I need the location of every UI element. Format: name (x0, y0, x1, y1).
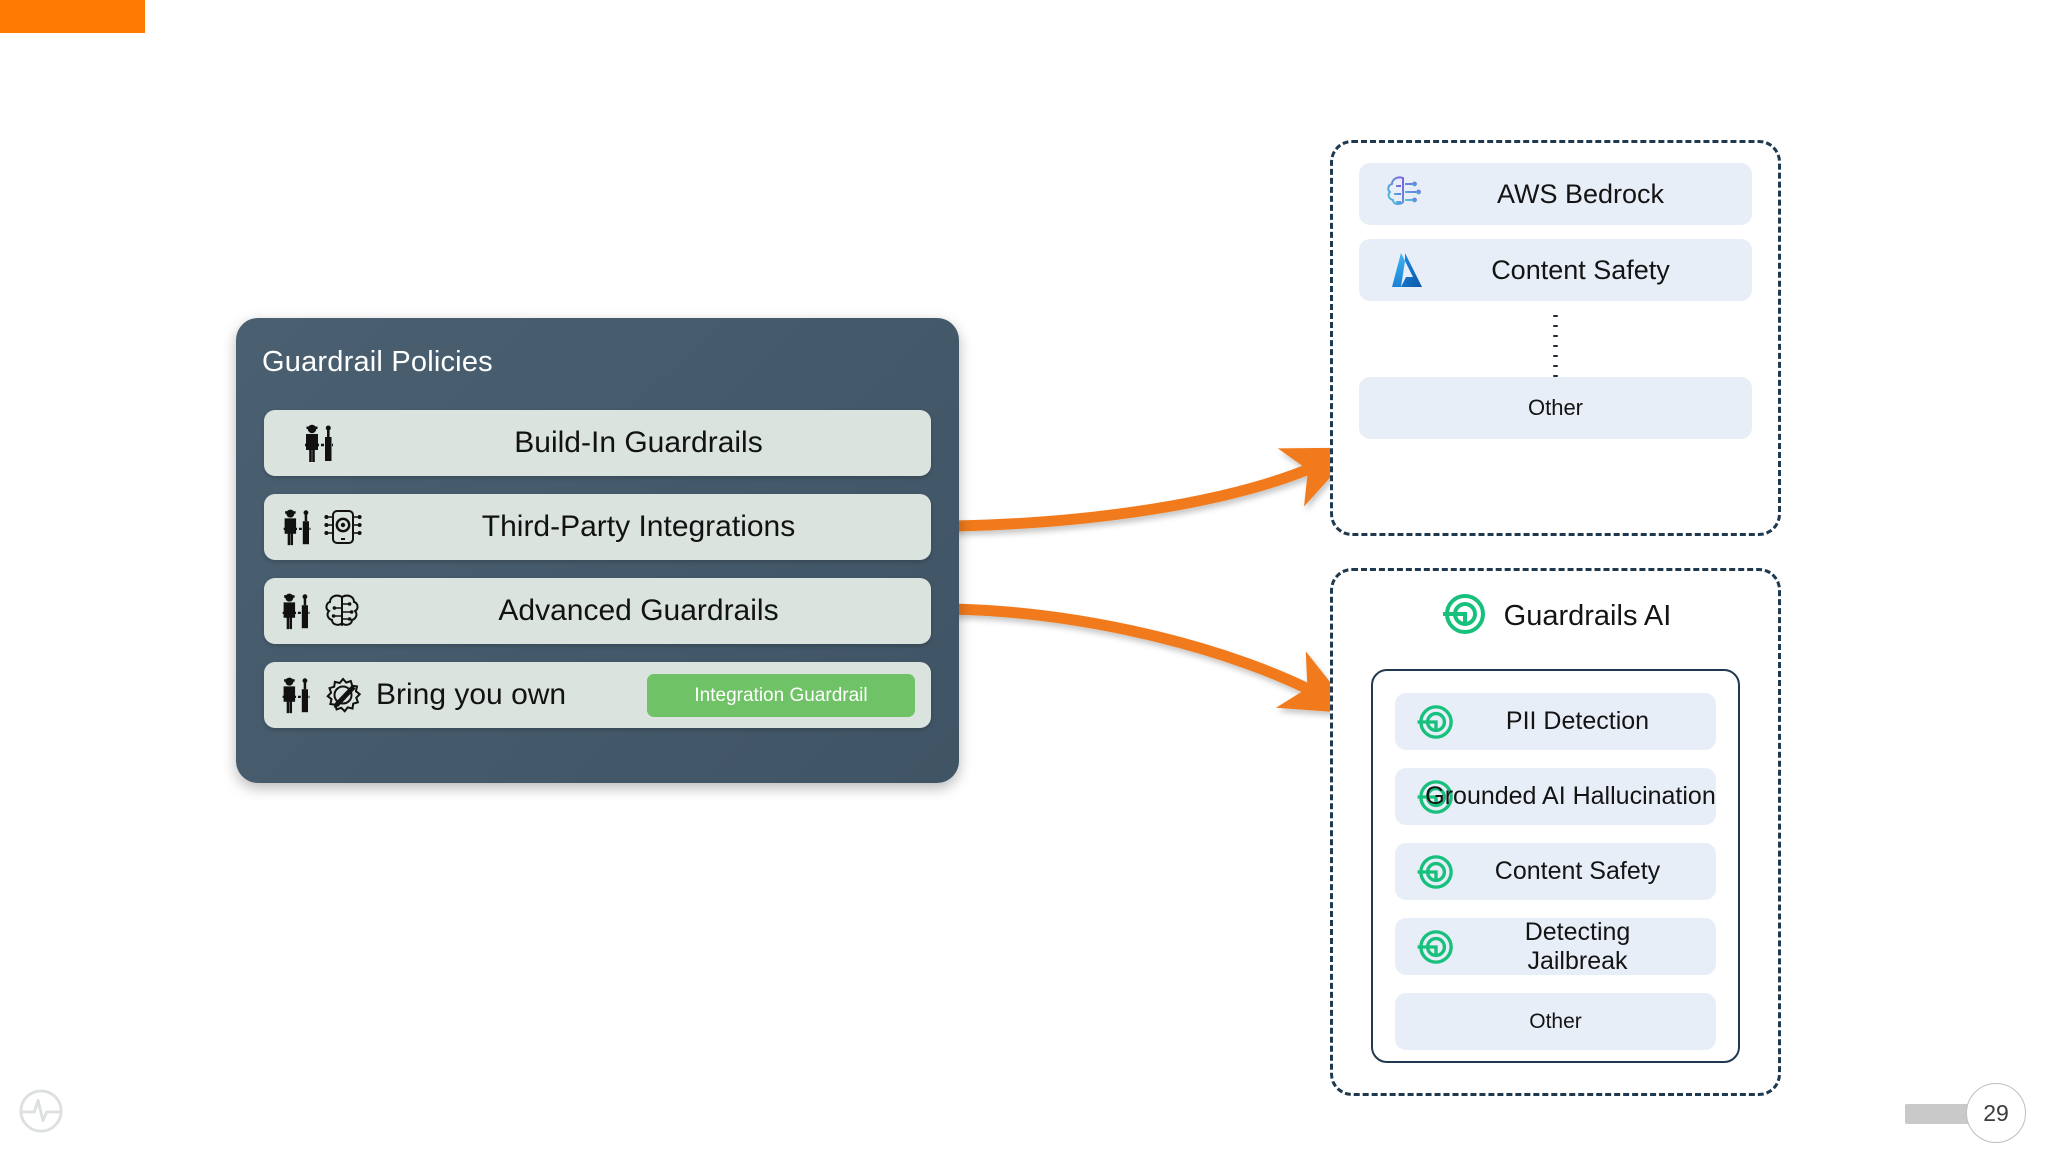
guardrails-ai-box: Guardrails AI PII Detection Ground (1330, 568, 1781, 1096)
provider-tile-content-safety[interactable]: Content Safety (1359, 239, 1752, 301)
guardrail-tile-grounded-ai-hallucination[interactable]: Grounded AI Hallucination (1395, 768, 1716, 825)
pulse-circle-logo-icon (18, 1088, 64, 1134)
arrow-advanced-to-guardrails-ai (945, 603, 1356, 714)
policy-row-label: Build-In Guardrails (514, 426, 763, 459)
person-podium-icon (305, 424, 333, 462)
guardrails-ai-logo-icon (1395, 926, 1477, 968)
guardrail-tile-label: Detecting Jailbreak (1524, 917, 1631, 975)
policy-row-label: Advanced Guardrails (498, 594, 779, 627)
aws-bedrock-brain-icon (1359, 170, 1455, 218)
policy-row-label: Bring you own (376, 678, 567, 711)
provider-tile-label: Other (1527, 395, 1584, 420)
policy-row-list: Build-In Guardrails (264, 410, 931, 746)
person-podium-icon (282, 677, 310, 714)
policy-row-advanced-guardrails[interactable]: Advanced Guardrails (264, 578, 931, 644)
integration-guardrail-badge[interactable]: Integration Guardrail (647, 674, 915, 717)
vertical-dots-separator (1333, 315, 1778, 377)
row-icon-group (264, 588, 376, 634)
guardrail-tile-label: Grounded AI Hallucination (1425, 782, 1716, 810)
guardrails-ai-logo-icon (1395, 851, 1477, 893)
person-podium-icon (282, 593, 310, 630)
arrow-third-party-to-providers (945, 447, 1358, 532)
guardrail-tile-label: Content Safety (1494, 857, 1661, 885)
guardrail-tile-label: Other (1529, 1009, 1582, 1033)
policy-row-build-in-guardrails[interactable]: Build-In Guardrails (264, 410, 931, 476)
card-title: Guardrail Policies (262, 346, 493, 378)
row-icon-group (264, 420, 376, 466)
guardrails-ai-logo-icon (1395, 701, 1477, 743)
accent-bar (0, 0, 145, 33)
guardrail-tile-label: PII Detection (1505, 707, 1650, 735)
guardrail-tile-other[interactable]: Other (1395, 993, 1716, 1050)
row-icon-group (264, 504, 376, 550)
brain-circuit-icon (325, 594, 359, 626)
guardrails-ai-logo-icon (1395, 776, 1477, 818)
guardrails-ai-title: Guardrails AI (1503, 600, 1672, 632)
provider-tile-aws-bedrock[interactable]: AWS Bedrock (1359, 163, 1752, 225)
policy-row-bring-you-own[interactable]: Bring you own Integration Guardrail (264, 662, 931, 728)
gear-pencil-icon (326, 677, 362, 713)
person-podium-icon (283, 509, 311, 546)
provider-tile-label: AWS Bedrock (1496, 178, 1665, 209)
guardrail-policies-card: Guardrail Policies Build-In Guardrails (236, 318, 959, 783)
chip-gear-icon (324, 510, 362, 544)
guardrail-tile-detecting-jailbreak[interactable]: Detecting Jailbreak (1395, 918, 1716, 975)
azure-logo-icon (1359, 247, 1455, 293)
policy-row-third-party-integrations[interactable]: Third-Party Integrations (264, 494, 931, 560)
row-icon-group (264, 672, 376, 718)
guardrails-ai-header: Guardrails AI (1333, 571, 1778, 650)
provider-tile-label: Content Safety (1491, 254, 1670, 285)
third-party-providers-box: AWS Bedrock Content Safety Other (1330, 140, 1781, 536)
policy-row-label: Third-Party Integrations (481, 510, 796, 543)
guardrail-tile-content-safety[interactable]: Content Safety (1395, 843, 1716, 900)
page-number: 29 (1966, 1083, 2026, 1143)
provider-tile-other[interactable]: Other (1359, 377, 1752, 439)
guardrail-tile-pii-detection[interactable]: PII Detection (1395, 693, 1716, 750)
guardrails-ai-logo-icon (1440, 589, 1490, 644)
guardrails-ai-inner-card: PII Detection Grounded AI Hallucination (1371, 669, 1740, 1063)
